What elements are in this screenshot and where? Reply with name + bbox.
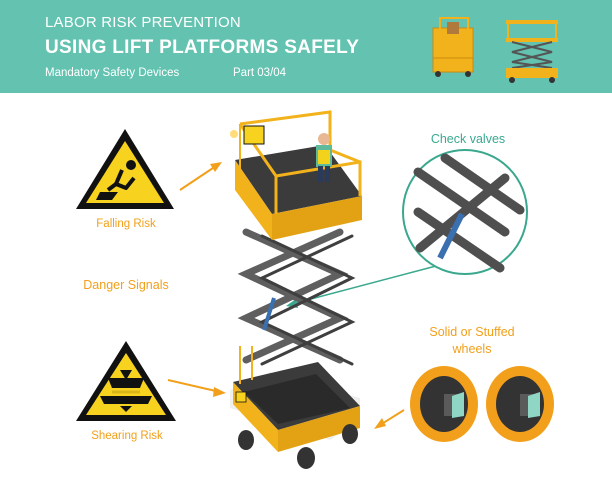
solid-wheel-icon (410, 366, 478, 442)
check-valve-pointer-line (291, 265, 437, 305)
mini-lift-icon-iso (432, 17, 474, 77)
header-part: Part 03/04 (233, 67, 287, 79)
check-valve-zoom-circle (402, 149, 528, 275)
shearing-risk-label: Shearing Risk (91, 430, 163, 442)
check-valve-detail-icon (437, 212, 465, 260)
header-kicker: LABOR RISK PREVENTION (45, 14, 241, 31)
header-banner: LABOR RISK PREVENTION USING LIFT PLATFOR… (0, 0, 612, 93)
mini-lift-icon-front (506, 20, 558, 83)
arrow-falling-icon (179, 162, 222, 191)
wheels-label-line2: wheels (452, 342, 492, 356)
stuffed-wheel-icon (486, 366, 554, 442)
header-subtitle: Mandatory Safety Devices (45, 67, 180, 79)
falling-risk-label: Falling Risk (96, 218, 156, 230)
falling-risk-warning-sign-icon (76, 129, 174, 209)
scissor-lift-illustration (230, 110, 362, 469)
check-valves-label: Check valves (430, 132, 506, 146)
arrow-wheels-icon (374, 409, 405, 429)
danger-signals-label: Danger Signals (83, 278, 169, 292)
wheels-label-line1: Solid or Stuffed (429, 325, 515, 339)
shearing-risk-warning-sign-icon (76, 341, 176, 421)
check-valve-cylinder-icon (262, 297, 276, 331)
header-title: USING LIFT PLATFORMS SAFELY (45, 37, 360, 58)
arrow-shearing-icon (167, 379, 226, 397)
